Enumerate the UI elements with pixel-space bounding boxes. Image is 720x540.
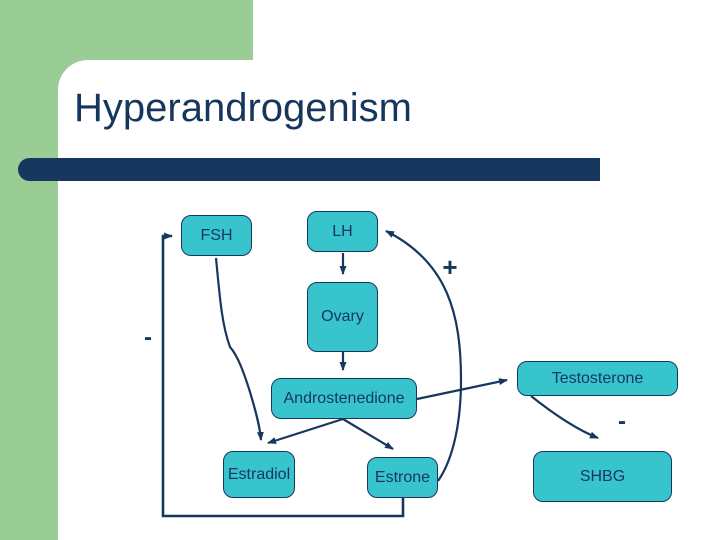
node-testosterone: Testosterone xyxy=(517,361,678,396)
minus-sign-shbg-arrow: - xyxy=(618,408,626,435)
node-ovary: Ovary xyxy=(307,282,378,352)
sidebar-green-band xyxy=(0,0,58,540)
node-fsh: FSH xyxy=(181,215,252,256)
plus-sign-lh-feedback: + xyxy=(442,252,458,282)
slide-title: Hyperandrogenism xyxy=(74,86,412,130)
node-estradiol: Estradiol xyxy=(223,451,295,498)
title-underline-bar xyxy=(18,158,600,181)
node-androstenedione: Androstenedione xyxy=(271,378,417,419)
node-shbg: SHBG xyxy=(533,451,672,502)
node-lh: LH xyxy=(307,211,378,252)
node-estrone: Estrone xyxy=(367,457,438,498)
minus-sign-fsh-feedback: - xyxy=(144,324,152,351)
